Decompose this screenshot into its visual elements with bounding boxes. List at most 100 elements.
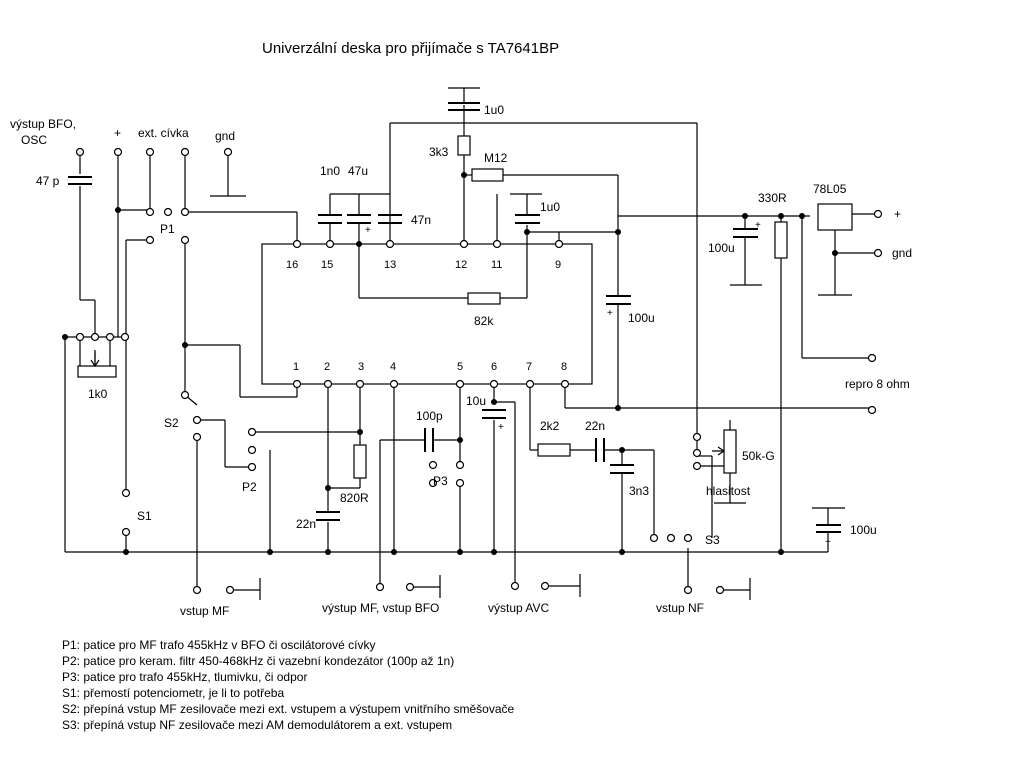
capacitor-22n-b: [316, 511, 340, 521]
svg-text:7: 7: [526, 361, 532, 373]
polarity-marks: + + + + +: [365, 220, 831, 548]
ic-ta7641bp: [261, 243, 593, 385]
label-vstup-nf: vstup NF: [656, 601, 704, 615]
label-p3: P3: [433, 474, 448, 488]
label-plus: +: [114, 126, 121, 140]
label-osc: OSC: [21, 133, 47, 147]
label-s2: S2: [164, 416, 179, 430]
capacitor-100u-out: [606, 295, 631, 305]
terminal-labels: výstup BFO, OSC + ext. cívka gnd: [10, 117, 235, 147]
note-p3: P3: patice pro trafo 455kHz, tlumivku, č…: [62, 670, 308, 684]
svg-text:5: 5: [457, 361, 463, 373]
svg-text:3: 3: [358, 361, 364, 373]
label-3n3: 3n3: [629, 484, 649, 498]
label-82k: 82k: [474, 314, 494, 328]
resistor-2k2: [537, 443, 571, 457]
label-vystup-mf-bfo: výstup MF, vstup BFO: [322, 601, 439, 615]
label-gnd: gnd: [215, 129, 235, 143]
label-47n: 47n: [411, 213, 431, 227]
label-repro: repro 8 ohm: [845, 377, 910, 391]
capacitor-47n: [378, 214, 402, 224]
svg-text:2: 2: [324, 361, 330, 373]
label-820r: 820R: [340, 491, 369, 505]
label-vstup-mf: vstup MF: [180, 604, 229, 618]
capacitor-100u-reg: [733, 228, 758, 238]
label-2k2: 2k2: [540, 419, 560, 433]
label-1n0: 1n0: [320, 164, 340, 178]
label-3k3: 3k3: [429, 145, 449, 159]
svg-text:+: +: [755, 220, 761, 231]
label-330r: 330R: [758, 191, 787, 205]
label-10u: 10u: [466, 394, 486, 408]
svg-text:+: +: [607, 308, 613, 319]
label-100u-bottom: 100u: [850, 523, 877, 537]
label-hlasitost: hlasitost: [706, 484, 751, 498]
label-s3: S3: [705, 533, 720, 547]
label-1u0-top: 1u0: [484, 103, 504, 117]
label-100u-reg: 100u: [708, 241, 735, 255]
capacitor-3n3: [610, 464, 634, 474]
svg-text:4: 4: [390, 361, 396, 373]
svg-text:+: +: [365, 225, 371, 236]
svg-text:15: 15: [321, 259, 333, 271]
label-22n-a: 22n: [585, 419, 605, 433]
capacitor-47u: [347, 214, 371, 224]
svg-text:12: 12: [455, 259, 467, 271]
ic-top-pin-labels: 16 15 13 12 11 9: [286, 259, 561, 271]
capacitor-1n0: [318, 214, 342, 224]
svg-text:+: +: [825, 537, 831, 548]
label-100p: 100p: [416, 409, 443, 423]
label-vystup-bfo: výstup BFO,: [10, 117, 76, 131]
label-1u0: 1u0: [540, 200, 560, 214]
junctions: [62, 172, 838, 555]
label-22n-b: 22n: [296, 517, 316, 531]
svg-text:16: 16: [286, 259, 298, 271]
resistor-820r: [353, 444, 367, 479]
note-s1: S1: přemostí potenciometr, je li to potř…: [62, 686, 285, 700]
label-47p: 47 p: [36, 174, 60, 188]
resistor-m12: [471, 168, 504, 182]
svg-text:6: 6: [491, 361, 497, 373]
potentiometer-1k0: [77, 352, 117, 378]
label-out-gnd: gnd: [892, 246, 912, 260]
note-p2: P2: patice pro keram. filtr 450-468kHz č…: [62, 654, 455, 668]
label-out-plus: +: [894, 207, 901, 221]
capacitor-1u0-top: [448, 87, 480, 111]
capacitor-100p: [424, 428, 434, 452]
capacitor-10u: [482, 409, 506, 419]
label-vystup-avc: výstup AVC: [488, 601, 549, 615]
svg-text:+: +: [498, 422, 504, 433]
regulator-78l05: [817, 203, 853, 231]
label-47u: 47u: [348, 164, 368, 178]
label-1k0: 1k0: [88, 387, 108, 401]
resistor-82k: [467, 292, 501, 305]
svg-text:8: 8: [561, 361, 567, 373]
note-s2: S2: přepíná vstup MF zesilovače mezi ext…: [62, 702, 515, 716]
potentiometer-50k-g: [712, 429, 737, 474]
svg-text:1: 1: [293, 361, 299, 373]
label-ext-civka: ext. cívka: [138, 126, 189, 140]
notes-legend: P1: patice pro MF trafo 455kHz v BFO či …: [62, 637, 514, 733]
wires: [64, 105, 875, 600]
resistor-3k3: [457, 135, 471, 156]
terminals: [75, 147, 883, 595]
label-p2: P2: [242, 480, 257, 494]
ic-bottom-pin-labels: 1 2 3 4 5 6 7 8: [293, 361, 567, 373]
capacitor-22n-a: [595, 438, 605, 462]
svg-text:11: 11: [491, 259, 502, 271]
note-s3: S3: přepíná vstup NF zesilovače mezi AM …: [62, 718, 453, 732]
resistor-330r: [774, 221, 788, 259]
capacitor-100u-bottom: [816, 524, 841, 533]
label-m12: M12: [484, 151, 508, 165]
svg-text:13: 13: [384, 259, 396, 271]
note-p1: P1: patice pro MF trafo 455kHz v BFO či …: [62, 638, 376, 652]
socket-switch-labels: P1 P2 P3 S1 S2 S3 + gnd repro 8 ohm vstu…: [137, 207, 912, 618]
label-s1: S1: [137, 509, 152, 523]
label-p1: P1: [160, 222, 175, 236]
svg-text:9: 9: [555, 259, 561, 271]
capacitor-47p: [68, 176, 92, 185]
component-labels: 47 p 1n0 47u 47n 1u0 3k3 M12 1u0 82k 100…: [36, 103, 877, 537]
label-50k-g: 50k-G: [742, 449, 775, 463]
capacitor-1u0: [515, 214, 540, 224]
